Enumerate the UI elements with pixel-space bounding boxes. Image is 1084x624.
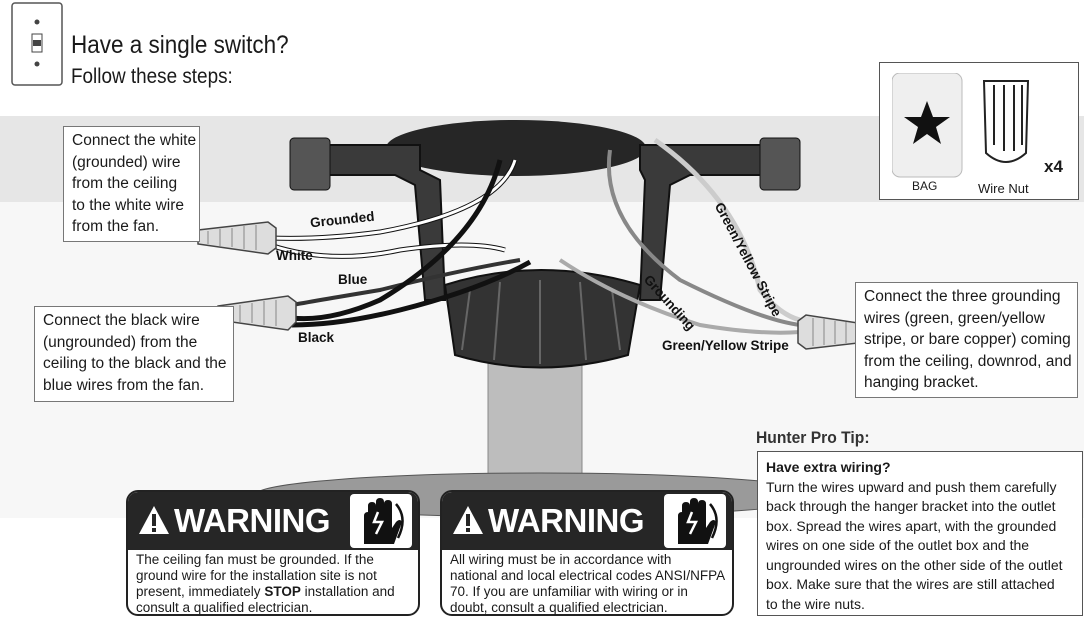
canopy-plate: [386, 120, 646, 176]
wire-label-black: Black: [298, 330, 335, 345]
star-icon: [904, 101, 950, 144]
electric-shock-hand-icon: [664, 494, 726, 548]
wire-nut-icon: [982, 80, 1030, 163]
warning-title: WARNING: [174, 502, 331, 539]
callout-black-wire: Connect the black wire (ungrounded) from…: [34, 306, 234, 402]
pro-tip-heading: Hunter Pro Tip:: [756, 428, 870, 447]
pro-tip-box: Have extra wiring? Turn the wires upward…: [757, 451, 1083, 616]
quantity-label: x4: [1044, 157, 1063, 176]
kit-art: [892, 73, 1030, 178]
page-subtitle: Follow these steps:: [71, 65, 233, 88]
warning-box-grounding: WARNING The ceiling fan must be grounded…: [126, 490, 420, 616]
wire-label-green-yellow: Green/Yellow Stripe: [662, 338, 789, 353]
callout-white-wire: Connect the white (grounded) wire from t…: [63, 126, 200, 242]
warning-title: WARNING: [488, 502, 645, 539]
wall-switch-icon: [11, 2, 63, 86]
warning-box-wiring-codes: WARNING All wiring must be in accordance…: [440, 490, 734, 616]
wire-label-blue: Blue: [338, 272, 368, 287]
warning-text: All wiring must be in accordance with na…: [450, 552, 726, 615]
wire-label-white: White: [276, 248, 313, 263]
hanger-ball: [443, 269, 642, 369]
wire-nut-label: Wire Nut: [978, 181, 1029, 196]
bag-label: BAG: [912, 179, 938, 193]
callout-grounding: Connect the three grounding wires (green…: [855, 282, 1078, 398]
warning-triangle-icon: [139, 506, 169, 534]
bracket-tab-right: [759, 137, 801, 191]
warning-triangle-icon: [453, 506, 483, 534]
bracket-tab-left: [289, 137, 331, 191]
hardware-kit: BAG Wire Nut x4: [879, 62, 1079, 200]
pro-tip-subheading: Have extra wiring?: [766, 459, 891, 475]
warning-text: The ceiling fan must be grounded. If the…: [136, 552, 395, 615]
warning-header: WARNING: [442, 492, 732, 550]
page-title: Have a single switch?: [71, 31, 289, 59]
wire-nut-white: [197, 221, 277, 255]
warning-header: WARNING: [128, 492, 418, 550]
electric-shock-hand-icon: [350, 494, 412, 548]
